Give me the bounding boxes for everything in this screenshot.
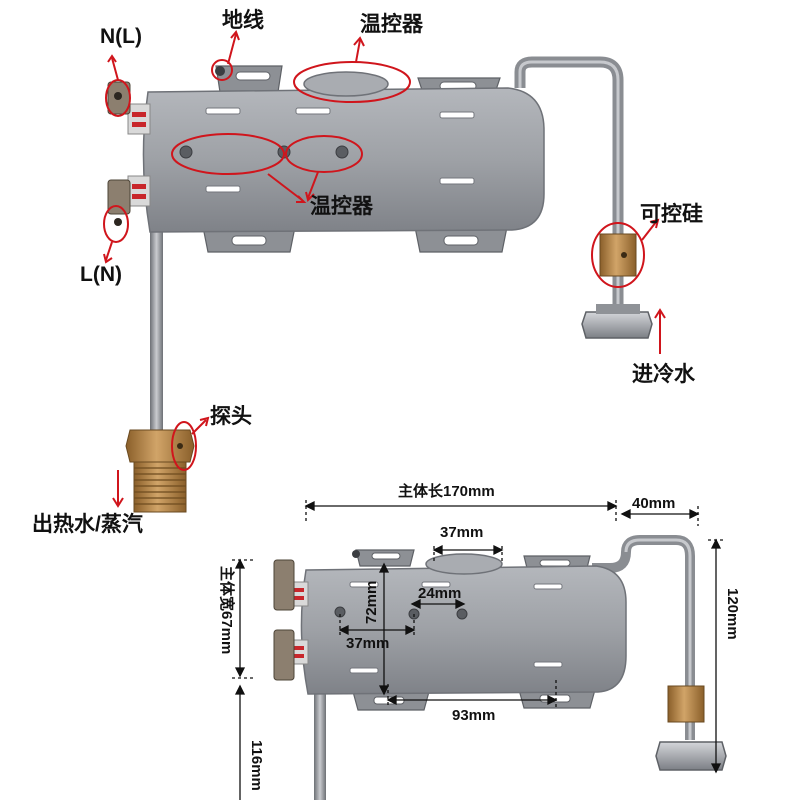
label-n-l: N(L) [100,25,142,48]
outlet-pipe-2 [314,692,326,800]
heater-body [142,87,545,233]
dim-overall-height: 120mm [724,588,741,640]
heater-top-view [107,56,653,513]
scr-block-2 [667,685,705,723]
label-probe: 探头 [210,405,252,428]
dim-body-length: 主体长170mm [398,483,495,500]
dim-pipe-length: 116mm [248,740,265,791]
label-l-n: L(N) [80,263,122,286]
dim-hole-spacing-24: 24mm [418,585,462,602]
dim-height-72: 72mm [363,580,380,624]
label-thermostat-front: 温控器 [310,195,373,218]
dim-pipe-ext: 40mm [632,495,676,512]
top-annotations [103,30,666,508]
heater-dimension-view [273,535,727,800]
inlet-nut-2 [655,741,727,771]
dim-hole-spacing-37: 37mm [346,635,390,652]
probe-fitting [125,429,195,463]
label-thermostat-top: 温控器 [360,13,423,36]
dim-bracket-spacing: 93mm [452,707,496,724]
left-terminals [107,81,151,226]
label-ground: 地线 [222,9,264,32]
thermostat-cap [303,71,389,97]
dim-thermostat-spacing-top: 37mm [440,524,484,541]
label-scr: 可控硅 [640,203,703,226]
scr-block [599,233,637,277]
inlet-nut [581,311,653,339]
dim-body-width: 主体宽67mm [218,566,235,655]
outlet-pipe [150,220,163,430]
label-cold-in: 进冷水 [632,363,695,386]
label-hot-out: 出热水/蒸汽 [32,513,143,536]
dimension-lines [232,500,724,800]
